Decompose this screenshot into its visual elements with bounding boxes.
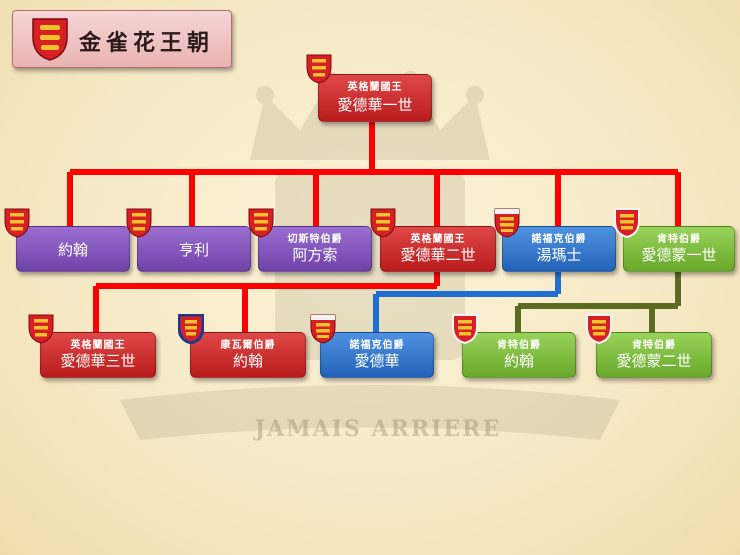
england-arms-icon — [28, 314, 54, 344]
node-edward-norfolk[interactable]: 諾福克伯爵 愛德華 — [320, 332, 434, 378]
title-banner: 金雀花王朝 — [12, 10, 232, 68]
cornwall-arms-icon — [178, 314, 204, 344]
node-edmund-ii[interactable]: 肯特伯爵 愛德蒙二世 — [596, 332, 712, 378]
royal-arms-icon — [32, 18, 68, 61]
england-arms-icon — [306, 54, 332, 84]
node-edward-i[interactable]: 英格蘭國王 愛德華一世 — [318, 74, 432, 122]
page-title: 金雀花王朝 — [79, 30, 215, 56]
england-arms-icon — [370, 208, 396, 238]
england-arms-icon — [4, 208, 30, 238]
kent-arms-icon — [614, 208, 640, 238]
node-alfonso[interactable]: 切斯特伯爵 阿方索 — [258, 226, 372, 272]
node-john[interactable]: 約翰 — [16, 226, 130, 272]
node-edward-ii[interactable]: 英格蘭國王 愛德華二世 — [380, 226, 496, 272]
node-henry[interactable]: 亨利 — [137, 226, 251, 272]
line-edmund1-children — [515, 272, 681, 332]
line-thomas-child — [373, 272, 561, 332]
node-thomas[interactable]: 諾福克伯爵 湯瑪士 — [502, 226, 616, 272]
line-edward2-children — [93, 272, 440, 332]
node-john-kent[interactable]: 肯特伯爵 約翰 — [462, 332, 576, 378]
norfolk-arms-icon — [494, 208, 520, 238]
england-arms-icon — [126, 208, 152, 238]
node-edmund-i[interactable]: 肯特伯爵 愛德蒙一世 — [623, 226, 735, 272]
kent-arms-icon — [452, 314, 478, 344]
line-edward1-children — [67, 120, 681, 226]
node-john-cornwall[interactable]: 康瓦爾伯爵 約翰 — [190, 332, 306, 378]
england-arms-icon — [248, 208, 274, 238]
motto-watermark: JAMAIS ARRIERE — [253, 416, 502, 442]
norfolk-arms-icon — [310, 314, 336, 344]
node-edward-iii[interactable]: 英格蘭國王 愛德華三世 — [40, 332, 156, 378]
kent-arms-icon — [586, 314, 612, 344]
